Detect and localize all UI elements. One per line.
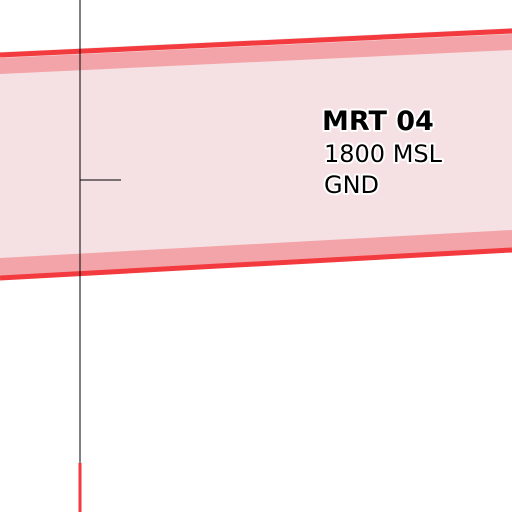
airspace-lower-limit-label: GND [324,171,379,199]
airspace-upper-inner-band [0,34,512,74]
airspace-lower-inner-band [0,230,512,276]
airspace-label-group: MRT 04 1800 MSL GND [320,104,445,201]
airspace-upper-limit-label: 1800 MSL [324,140,443,168]
airspace-fill [0,28,512,278]
restricted-airspace-area[interactable] [0,28,512,281]
airspace-name-label: MRT 04 [322,106,434,137]
airspace-upper-border [0,28,512,58]
airspace-lower-border [0,247,512,281]
